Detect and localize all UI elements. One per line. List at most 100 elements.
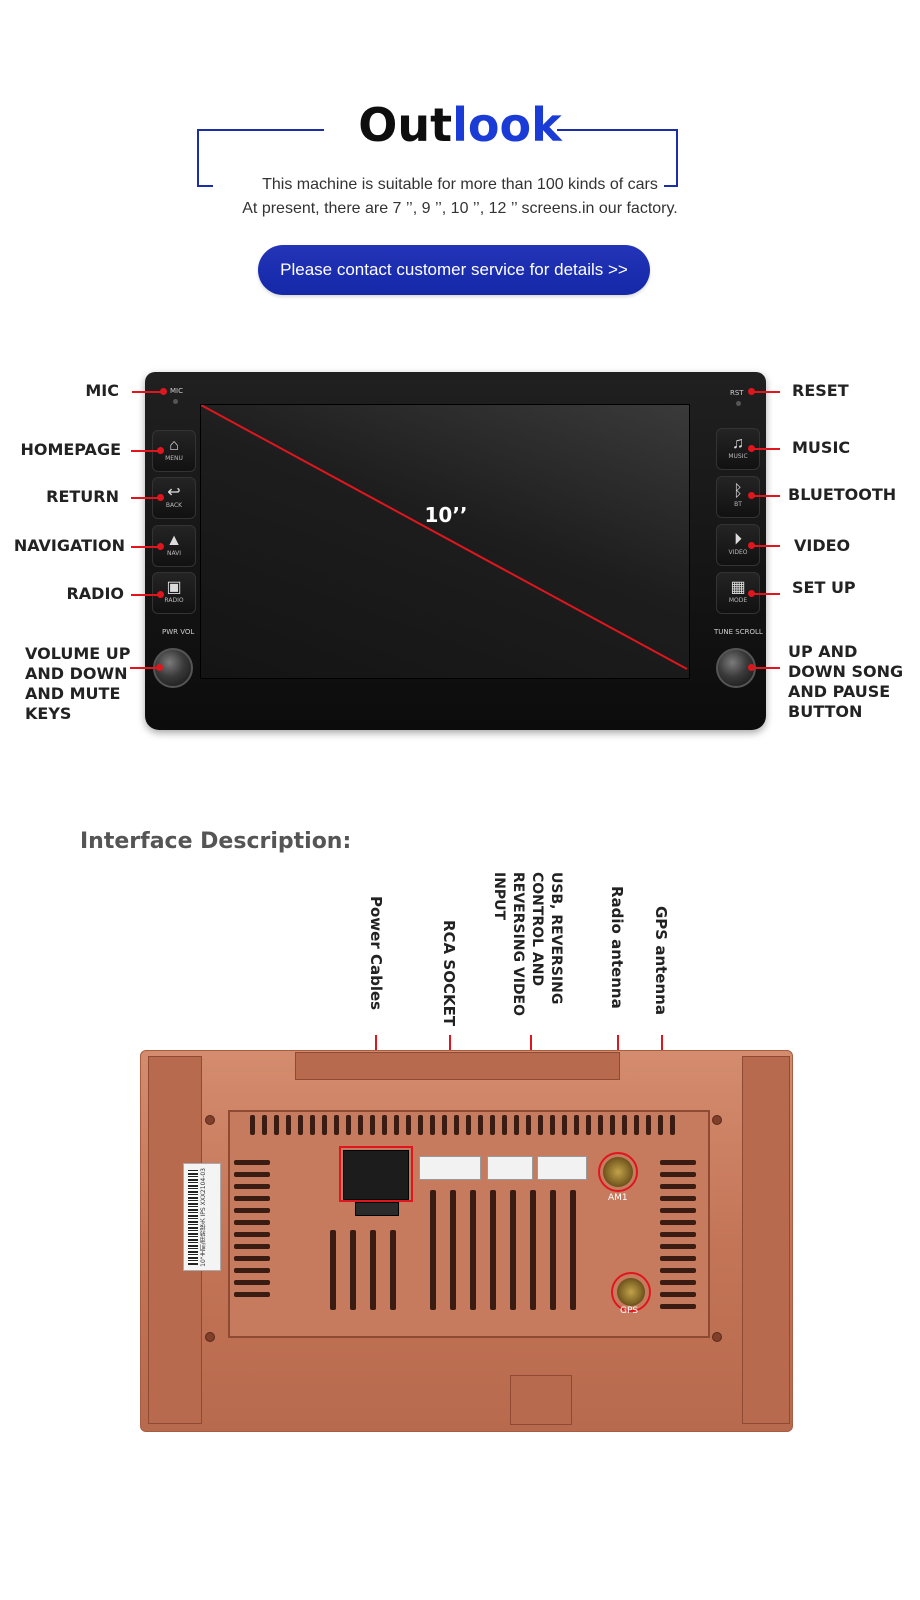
label-video: VIDEO	[794, 536, 851, 555]
interface-section-title: Interface Description:	[80, 829, 352, 854]
pwr-vol-text: PWR VOL	[162, 628, 195, 636]
tune-knob[interactable]	[716, 648, 756, 688]
dot-reset	[748, 388, 755, 395]
screen-size-label: 10’’	[424, 503, 468, 527]
usb-reversing-connector-2	[537, 1156, 587, 1180]
barcode	[188, 1170, 198, 1265]
tune-scroll-text: TUNE SCROLL	[714, 628, 763, 636]
screw	[205, 1332, 215, 1342]
dot-music	[748, 445, 755, 452]
line-radio	[131, 594, 161, 596]
line-music	[752, 448, 780, 450]
back-arrow-icon: ↩	[167, 484, 181, 501]
subtitle-line-2: At present, there are 7 ’’, 9 ’’, 10 ’’,…	[242, 200, 678, 217]
bracket-top-left	[197, 129, 324, 131]
top-tab	[295, 1052, 620, 1080]
label-radio: RADIO	[66, 584, 124, 603]
screw	[205, 1115, 215, 1125]
label-bluetooth: BLUETOOTH	[788, 485, 897, 504]
dot-homepage	[157, 447, 164, 454]
label-song-keys: UP AND DOWN SONG AND PAUSE BUTTON	[788, 642, 904, 721]
title-part-2: look	[452, 98, 562, 152]
home-icon: ⌂	[169, 437, 179, 454]
navigation-arrow-icon: ▲	[166, 532, 182, 549]
subtitle-line-1: This machine is suitable for more than 1…	[0, 176, 920, 194]
line-setup	[752, 593, 780, 595]
menu-caption: MENU	[165, 455, 183, 462]
rst-text: RST	[730, 389, 744, 397]
bracket-bottom-left	[197, 185, 213, 187]
radio-icon: ▣	[166, 579, 182, 596]
line-navigation	[131, 546, 161, 548]
rca-socket-connector	[419, 1156, 481, 1180]
label-music: MUSIC	[792, 438, 851, 457]
dot-navigation	[157, 543, 164, 550]
touch-screen: 10’’	[200, 404, 690, 679]
bluetooth-button[interactable]: ᛒ BT	[716, 476, 760, 518]
gps-jack-label: GPS	[620, 1306, 639, 1316]
label-mic: MIC	[85, 381, 119, 400]
screen-diagonal	[201, 405, 688, 670]
line-bluetooth	[752, 495, 780, 497]
label-volume-keys: VOLUME UP AND DOWN AND MUTE KEYS	[25, 644, 131, 723]
dot-bluetooth	[748, 492, 755, 499]
label-setup: SET UP	[792, 578, 856, 597]
line-song-keys	[752, 667, 780, 669]
bracket-top-right	[557, 129, 678, 131]
contact-customer-service-button[interactable]: Please contact customer service for deta…	[258, 245, 650, 295]
power-connector-highlight	[339, 1146, 413, 1202]
grid-icon: ▦	[730, 579, 746, 596]
radio-caption: RADIO	[164, 597, 184, 604]
am-jack-label: AM1	[608, 1193, 628, 1203]
radio-button[interactable]: ▣ RADIO	[152, 572, 196, 614]
dot-setup	[748, 590, 755, 597]
video-caption: VIDEO	[728, 549, 748, 556]
label-homepage: HOMEPAGE	[20, 440, 121, 459]
page-title: Outlook	[0, 98, 920, 152]
power-connector-latch	[355, 1202, 399, 1216]
serial-sticker: 10"主机/带转接头 IPS XXX2104-03	[183, 1163, 221, 1271]
screw	[712, 1115, 722, 1125]
back-caption: BACK	[165, 502, 183, 509]
bracket-bottom-right	[662, 185, 678, 187]
power-connector	[343, 1150, 409, 1200]
label-return: RETURN	[46, 487, 119, 506]
bracket-right-vertical	[676, 129, 678, 187]
dot-return	[157, 494, 164, 501]
music-note-icon: ♫	[732, 435, 744, 452]
mic-hole	[173, 399, 178, 404]
label-navigation: NAVIGATION	[13, 536, 125, 555]
line-volume	[130, 667, 158, 669]
label-usb-reversing: USB, REVERSING CONTROL AND REVERSING VID…	[491, 872, 564, 1017]
navi-caption: NAVI	[166, 550, 182, 557]
bt-caption: BT	[734, 501, 742, 508]
line-reset	[752, 391, 780, 393]
music-caption: MUSIC	[728, 453, 748, 460]
label-radio-antenna: Radio antenna	[608, 886, 626, 1009]
radio-antenna-highlight	[598, 1152, 638, 1192]
right-vents	[660, 1160, 696, 1309]
bracket-left-vertical	[197, 129, 199, 187]
bluetooth-icon: ᛒ	[733, 483, 743, 500]
mode-caption: MODE	[728, 597, 748, 604]
play-icon: ⏵	[733, 531, 742, 548]
reset-hole[interactable]	[736, 401, 741, 406]
screw	[712, 1332, 722, 1342]
title-part-1: Out	[358, 98, 453, 152]
label-rca-socket: RCA SOCKET	[440, 920, 458, 1027]
line-mic	[132, 391, 164, 393]
mic-text: MIC	[170, 387, 183, 395]
dot-volume	[156, 664, 163, 671]
label-gps-antenna: GPS antenna	[652, 906, 670, 1015]
dot-radio	[157, 591, 164, 598]
side-bracket-right	[742, 1056, 790, 1424]
label-power-cables: Power Cables	[367, 896, 385, 1011]
label-reset: RESET	[792, 381, 849, 400]
sticker-text: 10"主机/带转接头 IPS XXX2104-03	[200, 1168, 207, 1267]
line-homepage	[131, 450, 161, 452]
line-return	[131, 497, 161, 499]
bottom-tab	[510, 1375, 572, 1425]
top-vents	[250, 1115, 675, 1135]
music-button[interactable]: ♫ MUSIC	[716, 428, 760, 470]
dot-song-keys	[748, 664, 755, 671]
